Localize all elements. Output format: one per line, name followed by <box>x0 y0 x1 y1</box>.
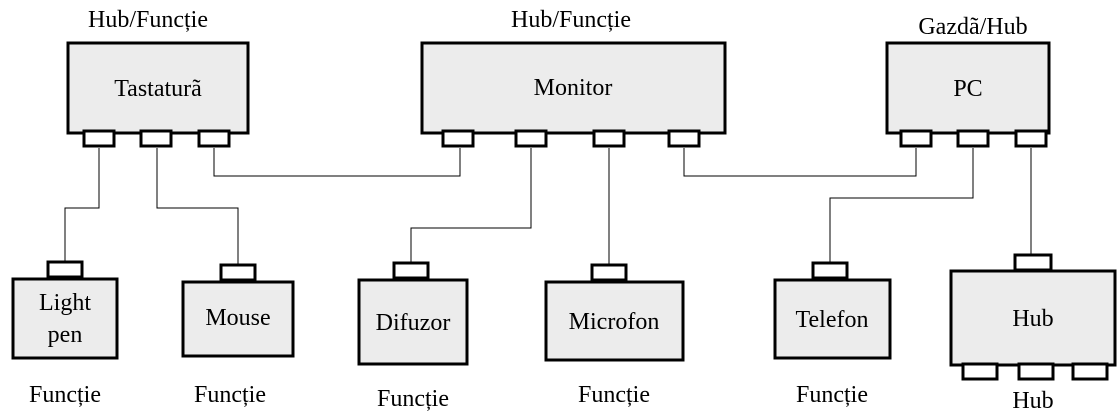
keyboard-label: Tastaturã <box>114 76 202 102</box>
wire-pc-phone <box>829 148 974 263</box>
speaker-role: Funcție <box>377 386 449 412</box>
device-phone: Telefon Funcție <box>773 261 892 408</box>
mouse-port <box>219 263 257 282</box>
monitor-role: Hub/Funcție <box>511 7 631 33</box>
hub-role: Hub <box>1012 388 1053 414</box>
lightpen-box <box>11 277 119 360</box>
lightpen-role: Funcție <box>29 382 101 408</box>
device-monitor: Monitor Hub/Funcție <box>420 7 727 148</box>
monitor-label: Monitor <box>534 75 613 101</box>
phone-box <box>773 278 892 360</box>
keyboard-port-3 <box>197 129 231 148</box>
mouse-role: Funcție <box>194 382 266 408</box>
pc-port-3 <box>1014 129 1048 148</box>
wire-keyboard-lightpen <box>64 148 100 262</box>
pc-label: PC <box>953 76 982 102</box>
wire-monitor-speaker <box>410 148 532 263</box>
keyboard-box <box>66 41 250 135</box>
phone-port <box>811 261 849 280</box>
keyboard-port-2 <box>139 129 173 148</box>
microphone-label: Microfon <box>569 309 660 335</box>
lightpen-port <box>46 260 84 279</box>
device-keyboard: Tastaturã Hub/Funcție <box>66 7 250 148</box>
hub-port-down-2 <box>1017 362 1055 381</box>
pc-box <box>885 41 1051 135</box>
monitor-port-1 <box>441 129 475 148</box>
monitor-port-2 <box>514 129 548 148</box>
microphone-box <box>544 280 685 362</box>
device-speaker: Difuzor Funcție <box>357 261 469 412</box>
microphone-port <box>590 263 628 282</box>
device-hub: Hub Hub <box>949 253 1117 414</box>
pc-role: Gazdã/Hub <box>918 14 1027 40</box>
monitor-box <box>420 41 727 135</box>
lightpen-label-line-1: Light <box>39 290 91 316</box>
hub-port-up <box>1013 253 1053 272</box>
wire-keyboard-mouse <box>156 148 239 265</box>
keyboard-role: Hub/Funcție <box>88 7 208 33</box>
wire-monitor-pc <box>683 148 917 177</box>
phone-role: Funcție <box>796 382 868 408</box>
speaker-port <box>392 261 430 280</box>
mouse-label: Mouse <box>205 305 270 331</box>
pc-port-1 <box>899 129 933 148</box>
pc-port-2 <box>956 129 990 148</box>
hub-port-down-1 <box>961 362 999 381</box>
device-lightpen: Light pen Funcție <box>11 260 119 408</box>
speaker-label: Difuzor <box>376 310 451 336</box>
connections <box>64 148 1032 265</box>
lightpen-label-line-2: pen <box>48 322 83 348</box>
wire-keyboard-monitor <box>213 148 461 177</box>
monitor-port-3 <box>592 129 626 148</box>
device-microphone: Microfon Funcție <box>544 263 685 408</box>
microphone-role: Funcție <box>578 382 650 408</box>
hub-port-down-3 <box>1071 362 1109 381</box>
hub-label: Hub <box>1012 306 1053 332</box>
device-pc: PC Gazdã/Hub <box>885 14 1051 148</box>
phone-label: Telefon <box>796 307 869 333</box>
speaker-box <box>357 278 469 366</box>
mouse-box <box>181 280 295 358</box>
monitor-port-4 <box>667 129 701 148</box>
device-mouse: Mouse Funcție <box>181 263 295 408</box>
keyboard-port-1 <box>82 129 116 148</box>
